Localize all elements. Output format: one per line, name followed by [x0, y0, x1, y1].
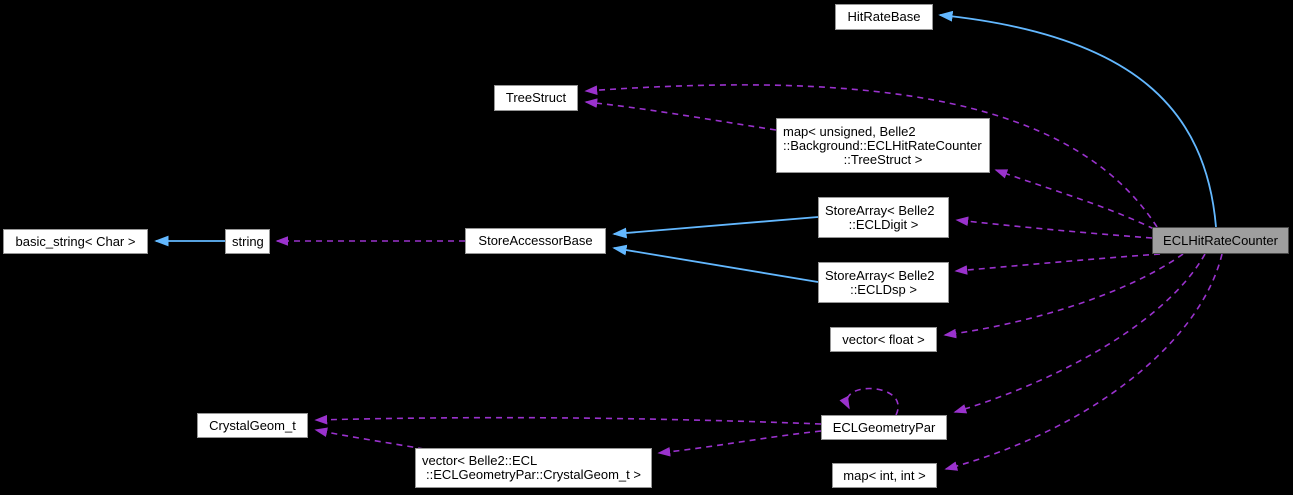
node-vector-float[interactable]: vector< float >: [830, 327, 937, 352]
node-label: string: [232, 233, 264, 249]
node-storearray-ecldsp[interactable]: StoreArray< Belle2 ::ECLDsp >: [818, 262, 949, 303]
node-eclgeometrypar[interactable]: ECLGeometryPar: [821, 415, 947, 440]
edge-eclhitratecounter-to-map-treestruct: [994, 169, 1155, 230]
node-map-int-int[interactable]: map< int, int >: [832, 463, 937, 488]
node-crystalgeom-t[interactable]: CrystalGeom_t: [197, 413, 308, 438]
node-label-line: map< unsigned, Belle2: [783, 123, 916, 139]
edge-eclgeometrypar-self-loop: [839, 387, 899, 416]
node-label: basic_string< Char >: [15, 233, 136, 249]
edge-eclhitratecounter-to-treestruct: [584, 84, 1158, 228]
edge-eclhitratecounter-to-map-int-int: [944, 253, 1223, 471]
node-storeaccessorbase[interactable]: StoreAccessorBase: [465, 228, 606, 254]
edge-eclgeometrypar-to-crystalgeom-t: [314, 414, 822, 425]
node-treestruct[interactable]: TreeStruct: [494, 85, 578, 111]
node-label: HitRateBase: [847, 9, 921, 24]
edge-eclhitratecounter-to-storearray-ecldigit: [955, 216, 1153, 239]
node-label-line: ::ECLGeometryPar::CrystalGeom_t >: [426, 467, 641, 482]
node-label: ECLHitRateCounter: [1163, 232, 1278, 248]
node-label: map< int, int >: [843, 467, 926, 483]
node-storearray-ecldigit[interactable]: StoreArray< Belle2 ::ECLDigit >: [818, 197, 949, 238]
node-hitratebase[interactable]: HitRateBase: [835, 4, 933, 30]
node-vector-crystalgeom[interactable]: vector< Belle2::ECL ::ECLGeometryPar::Cr…: [415, 448, 652, 488]
node-label-line: ::ECLDigit >: [848, 216, 919, 232]
node-label-line: StoreArray< Belle2: [825, 267, 935, 283]
edge-storearray-ecldigit-to-storeaccessorbase: [612, 216, 819, 239]
node-label: vector< float >: [842, 331, 925, 347]
node-label: CrystalGeom_t: [209, 417, 296, 433]
node-eclhitratecounter-current: ECLHitRateCounter: [1152, 227, 1289, 254]
node-label-line: StoreArray< Belle2: [825, 202, 935, 218]
node-label-line: ::TreeStruct >: [843, 151, 923, 167]
edge-map-treestruct-to-treestruct: [584, 98, 777, 131]
node-label-line: ::Background::ECLHitRateCounter: [783, 137, 982, 153]
edge-eclhitratecounter-to-eclgeometrypar: [953, 253, 1206, 414]
node-label: ECLGeometryPar: [832, 419, 936, 435]
node-label: TreeStruct: [505, 90, 567, 105]
edge-eclhitratecounter-to-storearray-ecldsp: [954, 253, 1161, 275]
edge-eclgeometrypar-to-vector-crystalgeom: [657, 430, 822, 457]
node-label: StoreAccessorBase: [478, 233, 593, 248]
node-basic-string[interactable]: basic_string< Char >: [3, 229, 148, 254]
node-label-line: vector< Belle2::ECL: [422, 453, 538, 468]
node-map-treestruct[interactable]: map< unsigned, Belle2 ::Background::ECLH…: [776, 118, 990, 173]
edge-eclhitratecounter-to-hitratebase: [938, 10, 1217, 228]
edge-vector-crystalgeom-to-crystalgeom-t: [314, 427, 425, 450]
node-label-line: ::ECLDsp >: [850, 281, 917, 297]
node-string[interactable]: string: [225, 229, 270, 254]
edge-eclhitratecounter-to-vector-float: [943, 253, 1184, 339]
edge-storearray-ecldsp-to-storeaccessorbase: [612, 244, 819, 283]
